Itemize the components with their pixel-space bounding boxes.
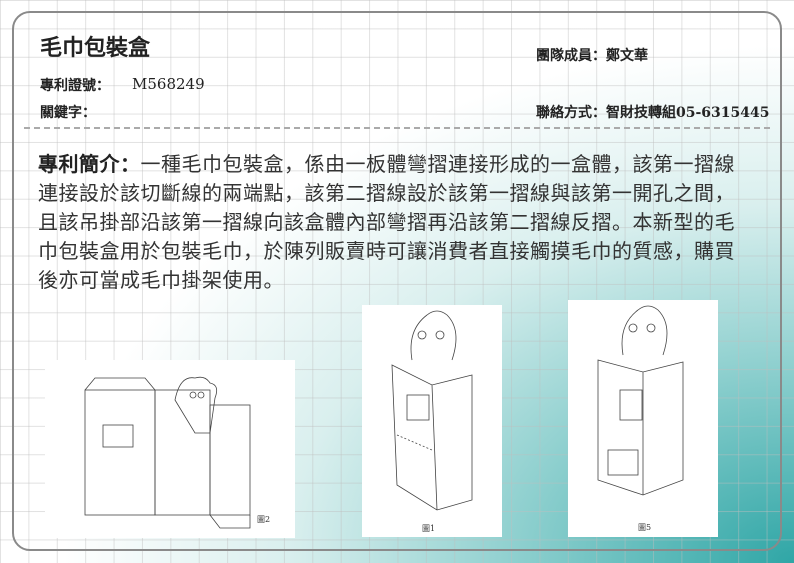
figure-2-unfolded-box: 圖2 <box>45 360 295 538</box>
figure-1-box: 圖1 <box>362 305 502 537</box>
summary-label: 專利簡介： <box>38 152 141 176</box>
summary-text: 一種毛巾包裝盒，係由一板體彎摺連接形成的一盒體，該第一摺線連接設於該切斷線的兩端… <box>38 152 735 292</box>
patent-summary: 專利簡介：一種毛巾包裝盒，係由一板體彎摺連接形成的一盒體，該第一摺線連接設於該切… <box>38 150 748 295</box>
figure-caption: 圖5 <box>638 522 651 533</box>
patent-number: M568249 <box>132 75 205 93</box>
team-members: 團隊成員：鄭文華 <box>536 45 648 65</box>
figure-caption: 圖1 <box>422 523 435 534</box>
figure-caption: 圖2 <box>257 514 270 525</box>
keywords-label: 關鍵字： <box>40 102 96 122</box>
page-title: 毛巾包裝盒 <box>40 30 150 62</box>
patent-number-label: 專利證號： <box>40 75 110 95</box>
figure-5-box: 圖5 <box>568 300 718 537</box>
contact-info: 聯絡方式：智財技轉組05-6315445 <box>536 102 769 122</box>
divider <box>24 127 770 129</box>
